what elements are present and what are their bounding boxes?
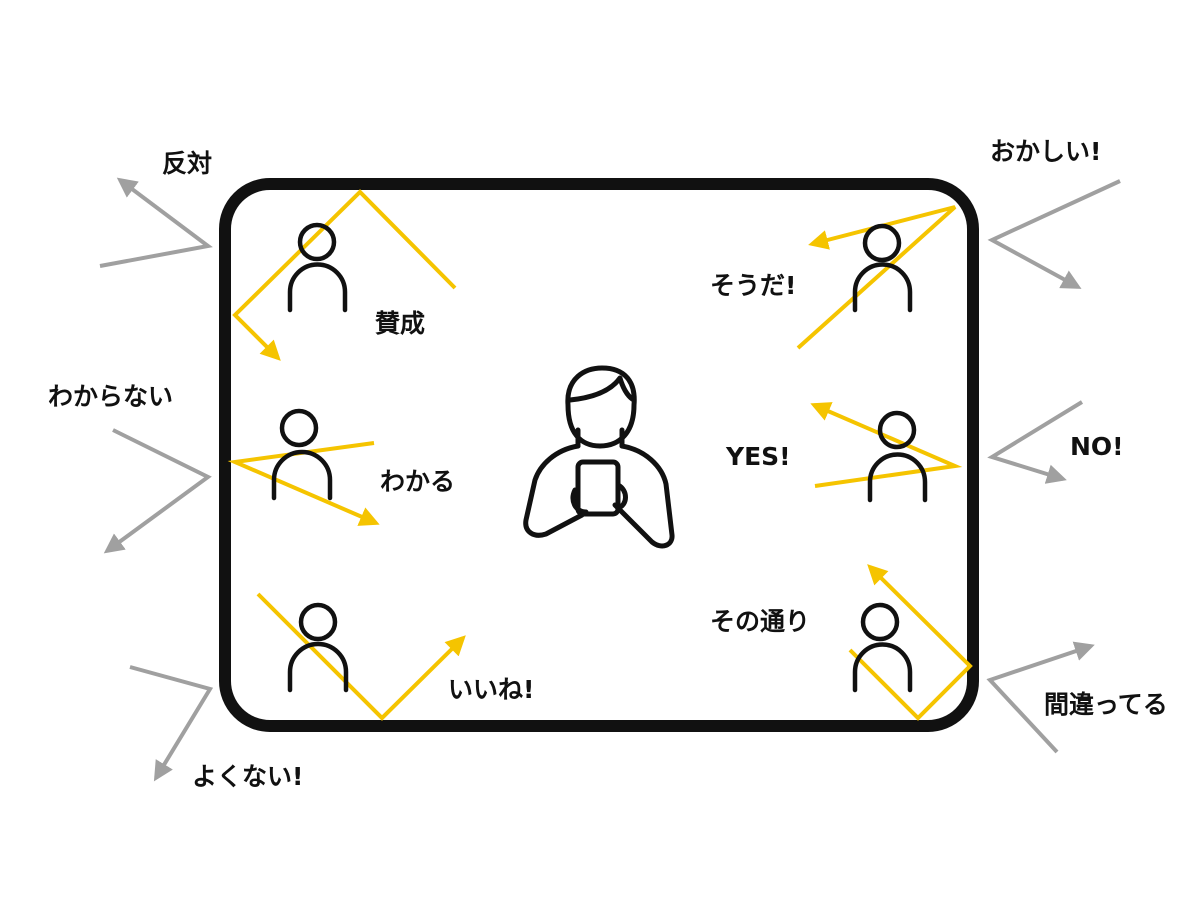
echo-arrow xyxy=(227,441,380,526)
deflected-arrow xyxy=(99,177,213,268)
label-no: NO! xyxy=(1070,432,1124,461)
person-icon xyxy=(852,602,913,693)
echo-arrow xyxy=(232,189,457,361)
deflected-arrow xyxy=(986,641,1095,754)
label-not-good: よくない! xyxy=(192,762,303,791)
echo-arrow xyxy=(810,402,963,488)
label-good: いいね! xyxy=(448,675,534,704)
label-yes: YES! xyxy=(725,442,791,471)
person-icon xyxy=(867,410,928,503)
deflected-arrow xyxy=(103,428,212,554)
label-thats-right: そうだ! xyxy=(710,271,796,300)
label-wrong: 間違ってる xyxy=(1044,690,1168,719)
deflected-arrow xyxy=(129,665,214,782)
chamber-frame xyxy=(219,178,979,732)
label-agree: 賛成 xyxy=(375,309,425,338)
person-icon xyxy=(271,408,333,501)
label-strange: おかしい! xyxy=(990,137,1101,166)
echo-arrow xyxy=(796,205,957,350)
echo-arrow xyxy=(848,564,973,721)
deflected-arrow xyxy=(987,179,1121,289)
deflected-arrow xyxy=(987,400,1084,484)
echo-arrow xyxy=(256,592,466,721)
person-icon xyxy=(287,602,349,693)
label-exactly: その通り xyxy=(710,607,810,636)
person-icon xyxy=(287,222,348,313)
label-dont-understand: わからない xyxy=(48,382,173,411)
person-icon xyxy=(852,223,913,313)
label-oppose: 反対 xyxy=(162,149,212,178)
label-understand: わかる xyxy=(380,467,455,496)
smartphone-user-icon xyxy=(523,365,675,549)
